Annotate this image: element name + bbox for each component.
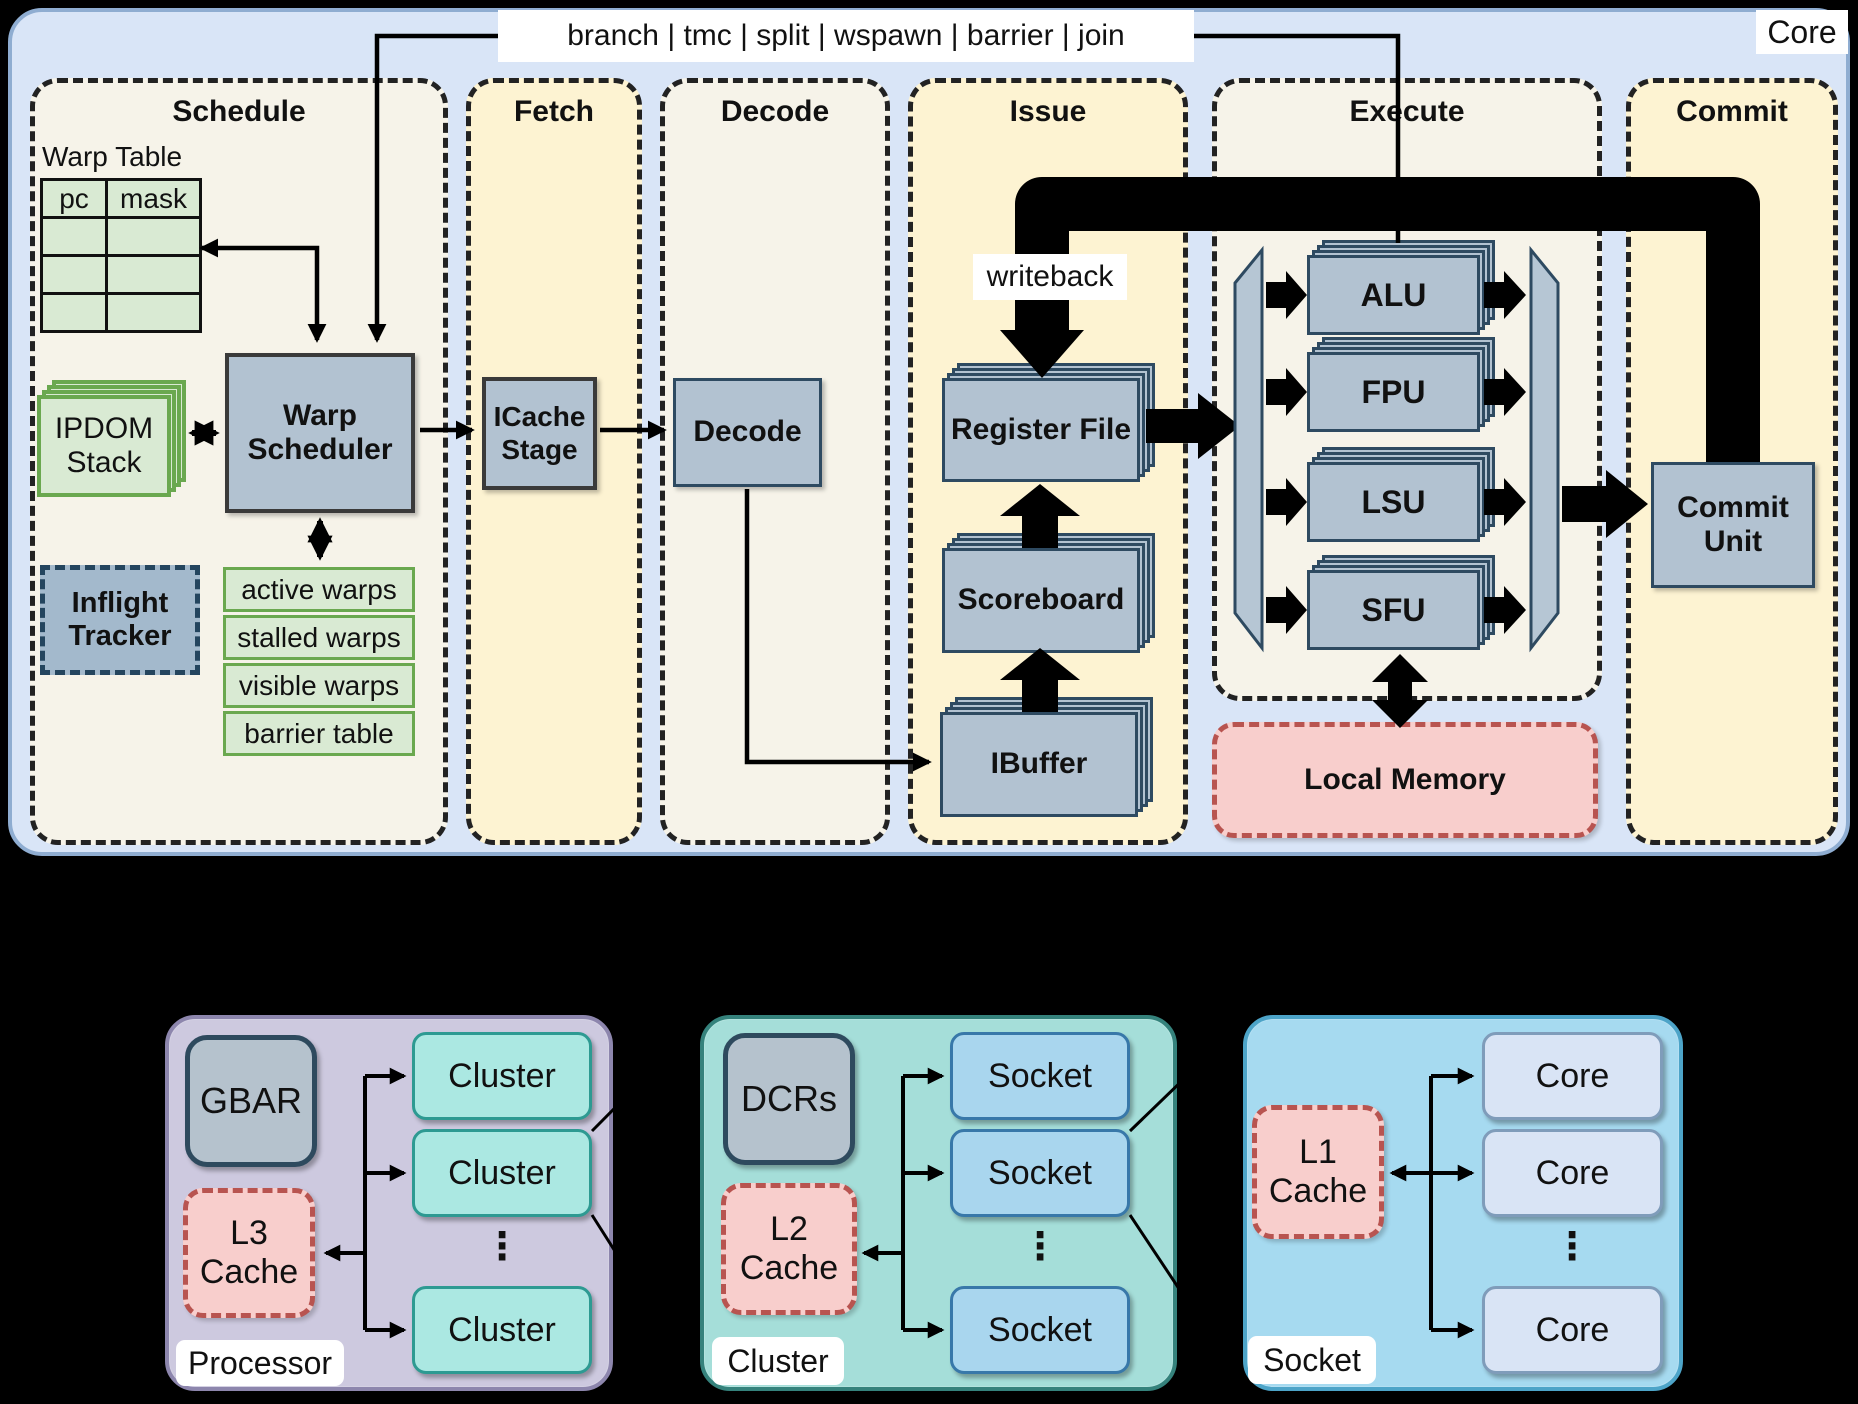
scoreboard-stack: Scoreboard [942,533,1155,653]
gbar-box: GBAR [185,1035,317,1167]
cluster-child-box: Cluster [412,1286,592,1374]
ibuffer-label: IBuffer [940,712,1138,817]
commit-unit-box: Commit Unit [1651,462,1815,588]
core-child-box: Core [1482,1032,1663,1120]
ipdom-stack-label: IPDOM Stack [37,395,171,497]
control-signals-label: branch | tmc | split | wspawn | barrier … [498,10,1194,62]
writeback-label: writeback [973,254,1127,300]
l2-cache-box: L2 Cache [721,1183,857,1315]
processor-label: Processor [176,1340,344,1386]
stage-decode-title: Decode [720,95,830,128]
sfu-stack: SFU [1307,555,1495,650]
core-child-box: Core [1482,1129,1663,1217]
warp-table-row [40,216,202,257]
warp-table-col-pc: pc [40,178,108,219]
cluster-ellipsis: ⋮ [1021,1226,1059,1268]
warp-table-col-mask: mask [105,178,202,219]
lsu-stack: LSU [1307,447,1495,542]
local-memory-box: Local Memory [1212,722,1598,838]
cluster-child-box: Cluster [412,1032,592,1120]
socket-child-box: Socket [950,1032,1130,1120]
warp-scheduler-box: Warp Scheduler [225,353,415,513]
decode-box: Decode [673,378,822,487]
warp-table-title: Warp Table [42,141,183,172]
fpu-label: FPU [1307,352,1480,432]
warp-table-row [40,254,202,295]
cluster-label: Cluster [712,1337,844,1385]
scoreboard-label: Scoreboard [942,548,1140,653]
warp-list-stalled: stalled warps [223,615,415,660]
processor-ellipsis: ⋮ [483,1226,521,1268]
stage-fetch-title: Fetch [513,95,594,128]
warp-list-barrier: barrier table [223,711,415,756]
cluster-child-box: Cluster [412,1129,592,1217]
socket-label: Socket [1248,1336,1376,1384]
fpu-stack: FPU [1307,337,1495,432]
warp-list-active: active warps [223,567,415,612]
register-file-label: Register File [942,378,1140,482]
stage-commit-title: Commit [1676,95,1788,128]
core-child-box: Core [1482,1286,1663,1374]
sfu-label: SFU [1307,570,1480,650]
socket-child-box: Socket [950,1286,1130,1374]
alu-label: ALU [1307,255,1480,335]
ibuffer-stack: IBuffer [940,697,1153,817]
stage-execute-title: Execute [1349,95,1465,128]
socket-child-box: Socket [950,1129,1130,1217]
core-label: Core [1756,10,1848,54]
l1-cache-box: L1 Cache [1252,1105,1384,1239]
ipdom-stack: IPDOM Stack [37,380,186,498]
dcrs-box: DCRs [723,1033,855,1165]
register-file-stack: Register File [942,363,1155,482]
warp-table-row [40,292,202,333]
inflight-tracker-box: Inflight Tracker [40,565,200,675]
l3-cache-box: L3 Cache [183,1188,315,1318]
warp-list-visible: visible warps [223,663,415,708]
lsu-label: LSU [1307,462,1480,542]
stage-issue-title: Issue [1009,95,1087,128]
socket-ellipsis: ⋮ [1553,1226,1591,1268]
warp-table: pc mask [40,178,202,333]
stage-schedule-title: Schedule [172,95,306,128]
icache-stage-box: ICache Stage [482,377,597,490]
alu-stack: ALU [1307,240,1495,335]
